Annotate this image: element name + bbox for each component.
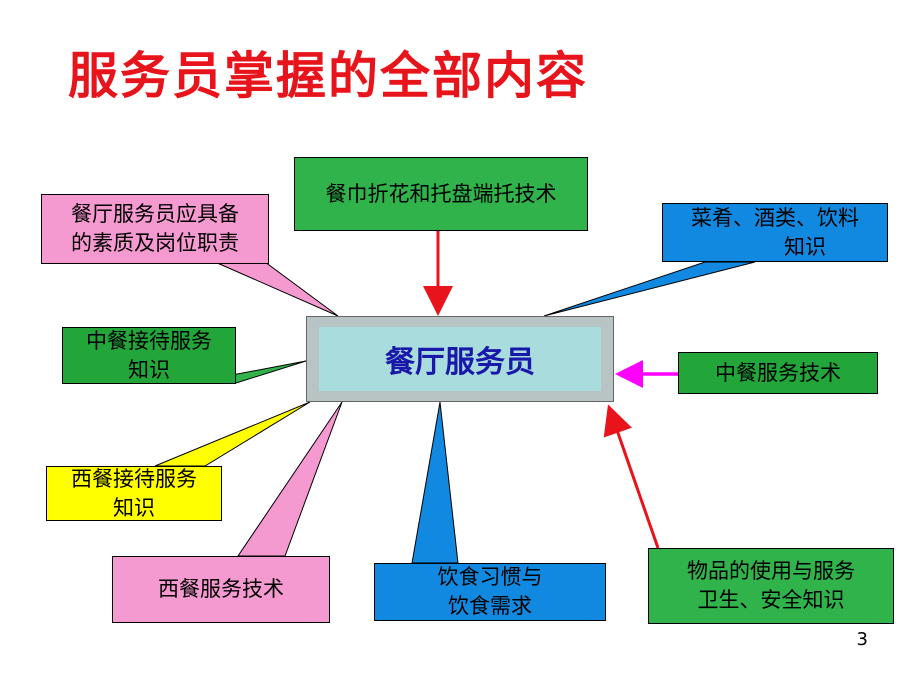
node-diet: 饮食习惯与饮食需求: [374, 563, 606, 621]
callout-tail-qualities: [214, 261, 339, 317]
node-qualities: 餐厅服务员应具备的素质及岗位职责: [41, 194, 269, 264]
arrow-goods-to-center: [603, 404, 660, 549]
center-node-label: 餐厅服务员: [319, 327, 601, 391]
node-dishes-drinks: 菜肴、酒类、饮料知识: [662, 203, 888, 262]
node-cn-skill: 中餐服务技术: [678, 352, 878, 394]
callout-tail-diet: [411, 401, 459, 564]
node-west-reception: 西餐接待服务知识: [46, 466, 222, 521]
node-cn-reception: 中餐接待服务知识: [62, 327, 236, 384]
callout-tail-west-reception: [154, 401, 311, 467]
page-title: 服务员掌握的全部内容: [68, 47, 588, 105]
callout-tail-dishes: [543, 261, 756, 317]
node-goods-hygiene: 物品的使用与服务卫生、安全知识: [648, 548, 894, 624]
node-napkin-tray: 餐巾折花和托盘端托技术: [294, 157, 588, 231]
page-number: 3: [856, 629, 868, 650]
center-node: 餐厅服务员: [306, 316, 614, 402]
node-west-skill: 西餐服务技术: [112, 556, 330, 623]
